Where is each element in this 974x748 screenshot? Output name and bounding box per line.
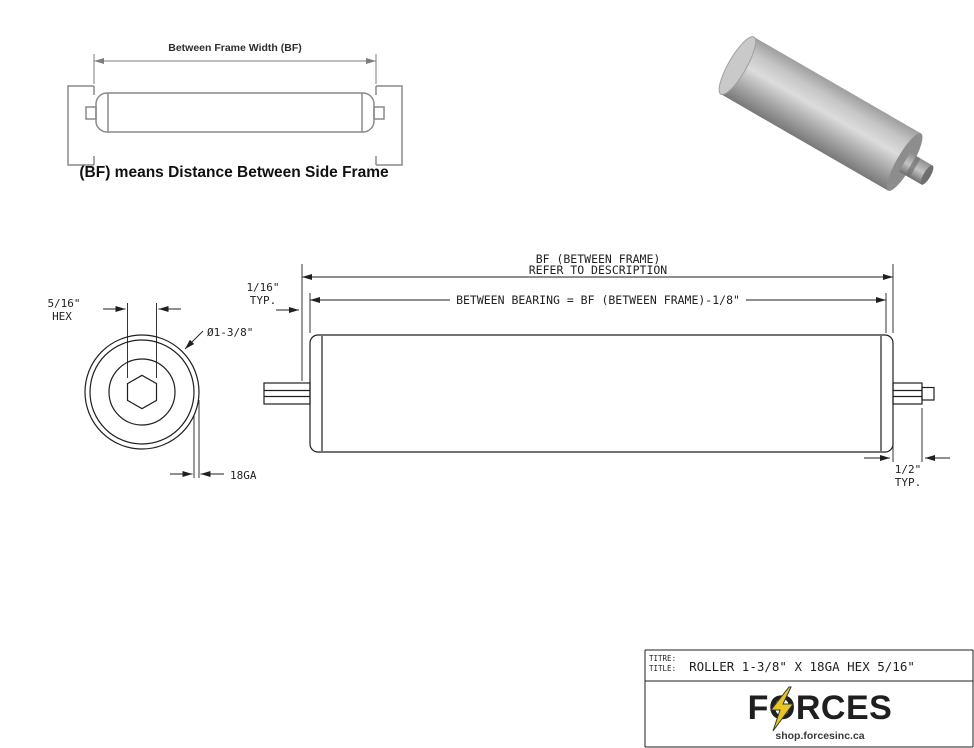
title-block: TITRE: TITLE: ROLLER 1-3/8" X 18GA HEX 5… xyxy=(644,649,974,748)
diameter-label: Ø1-3/8" xyxy=(207,326,253,339)
inset-dim-label: Between Frame Width (BF) xyxy=(168,42,302,54)
tube-outer-circle xyxy=(84,334,200,450)
roller-3d-body xyxy=(719,36,922,191)
bearing-circle xyxy=(108,358,176,426)
title-label: TITLE: xyxy=(649,664,676,673)
roller-3d-shaft-tip xyxy=(920,165,934,185)
half-inch-dimension xyxy=(864,408,950,462)
tube-inner-circle xyxy=(89,339,195,445)
between-bearing-dimension xyxy=(309,293,887,333)
shaft-right-stub xyxy=(921,386,935,401)
bf-legend-inset: Between Frame Width (BF) (BF) means Dist… xyxy=(67,42,403,181)
hex-word-label: HEX xyxy=(52,310,72,323)
half-inch-value-label: 1/2" xyxy=(895,463,922,476)
inset-roller-body xyxy=(95,92,375,133)
side-view: BF (BETWEEN FRAME) REFER TO DESCRIPTION … xyxy=(246,252,950,489)
bf-dimension xyxy=(301,264,894,381)
inset-axle-left xyxy=(85,106,97,120)
titre-label: TITRE: xyxy=(649,654,676,663)
sixteenth-value-label: 1/16" xyxy=(246,281,279,294)
roller-3d-shaft-groove xyxy=(905,156,921,178)
gauge-dimension xyxy=(170,400,224,478)
diameter-leader xyxy=(184,330,204,350)
end-view: 5/16" HEX Ø1-3/8" 18GA xyxy=(47,297,256,482)
left-side-frame xyxy=(67,85,95,166)
roller-tube xyxy=(309,334,894,453)
company-logo: FORCES shop.forcesinc.ca xyxy=(748,686,893,742)
inset-axle-right xyxy=(373,106,385,120)
bf-label-line2: REFER TO DESCRIPTION xyxy=(529,263,668,277)
hex-bore xyxy=(126,374,158,410)
hex-dimension xyxy=(103,303,181,378)
roller-3d-image xyxy=(718,36,934,191)
brand-wordmark: FORCES xyxy=(748,689,893,727)
shaft-right xyxy=(892,382,923,405)
half-inch-typ-label: TYP. xyxy=(895,476,922,489)
inset-caption: (BF) means Distance Between Side Frame xyxy=(79,164,389,181)
shaft-left xyxy=(263,382,311,405)
lightning-bolt-icon xyxy=(769,686,794,732)
between-bearing-label: BETWEEN BEARING = BF (BETWEEN FRAME)-1/8… xyxy=(456,293,740,307)
gauge-label: 18GA xyxy=(230,469,257,482)
bf-label-line1: BF (BETWEEN FRAME) xyxy=(536,252,661,266)
drawing-title: ROLLER 1-3/8" X 18GA HEX 5/16" xyxy=(689,659,915,674)
website-label: shop.forcesinc.ca xyxy=(775,730,864,742)
sixteenth-typ-label: TYP. xyxy=(250,294,277,307)
roller-3d-near-face xyxy=(718,36,757,96)
hex-size-label: 5/16" xyxy=(47,297,80,310)
right-side-frame xyxy=(375,85,403,166)
